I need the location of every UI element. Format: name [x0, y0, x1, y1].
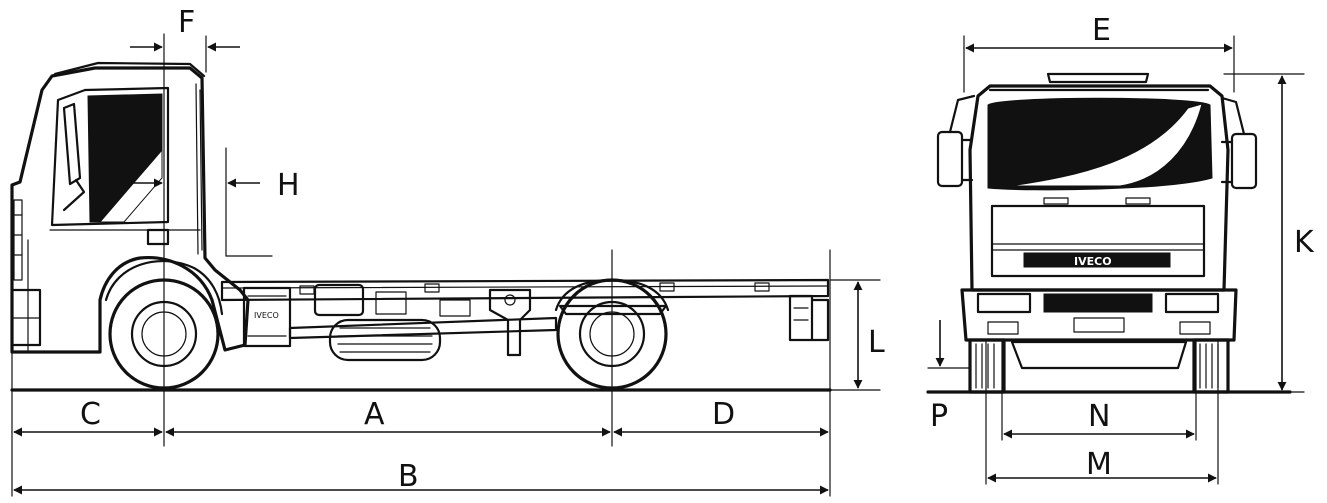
label-P: P: [930, 399, 948, 434]
label-F: F: [178, 5, 195, 40]
label-M: M: [1086, 447, 1112, 482]
front-view: IVECO: [926, 13, 1315, 485]
label-A: A: [364, 397, 385, 432]
cab-side: [10, 61, 250, 354]
front-brand-badge: IVECO: [1074, 255, 1112, 268]
side-dimensions: [13, 42, 863, 495]
chassis-components: IVECO: [242, 283, 830, 362]
label-E: E: [1092, 13, 1111, 48]
label-N: N: [1088, 399, 1110, 434]
label-H: H: [277, 168, 300, 203]
label-B: B: [398, 459, 419, 494]
label-C: C: [80, 397, 101, 432]
side-brand-badge: IVECO: [254, 311, 279, 320]
cab-front: IVECO: [936, 72, 1258, 370]
label-L: L: [868, 325, 885, 360]
side-view: IVECO: [10, 5, 885, 497]
front-dimensions: [927, 43, 1287, 483]
front-wheels: [968, 338, 1230, 394]
label-D: D: [712, 397, 735, 432]
label-K: K: [1294, 225, 1315, 260]
